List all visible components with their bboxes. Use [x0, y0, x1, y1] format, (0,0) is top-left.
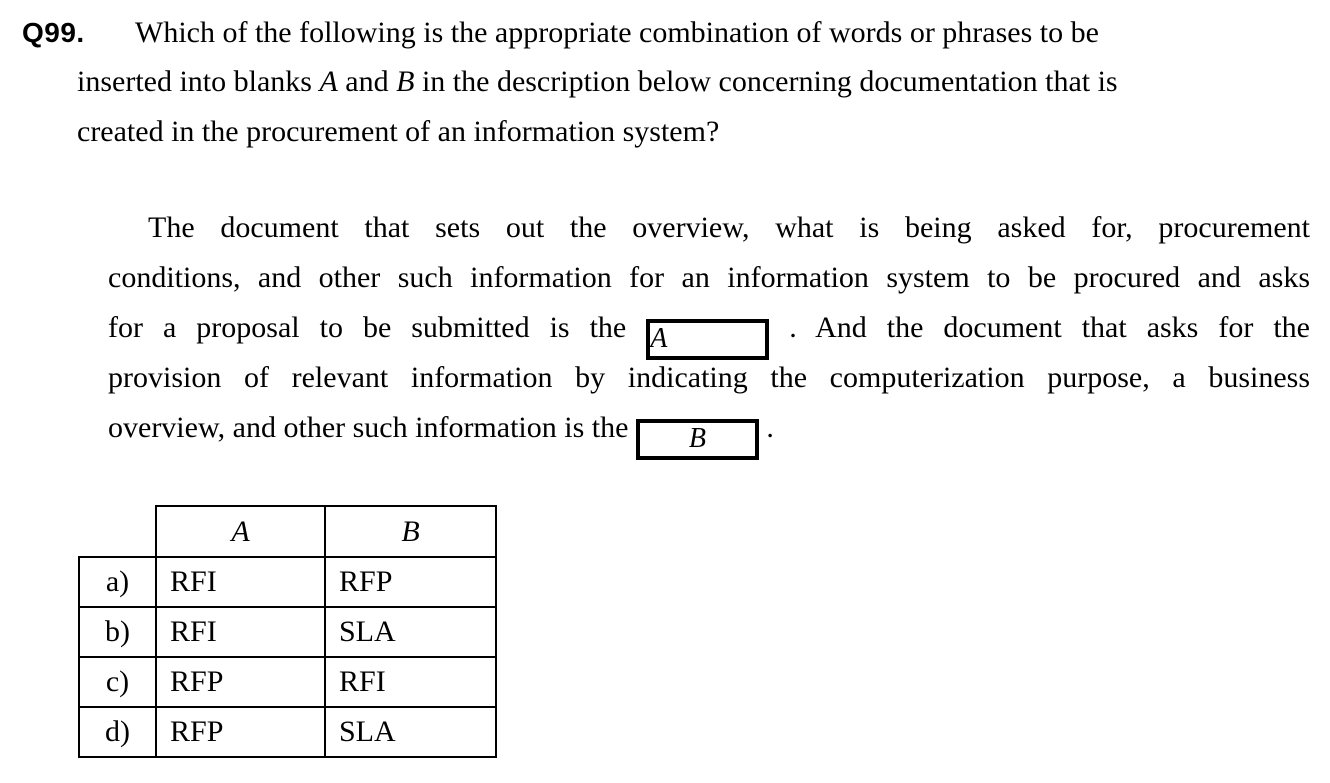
description-line3-post: . And the document that asks for the [789, 311, 1310, 344]
answer-options-table: A B a) RFI RFP b) RFI SLA c) RFP RFI d) … [78, 505, 497, 758]
blank-box-b: B [635, 419, 759, 460]
description-line-1: The document that sets out the overview,… [148, 211, 1310, 244]
question-line2-pre: inserted into blanks [77, 65, 320, 98]
option-d-value-a: RFP [155, 706, 326, 758]
description-line-3: for a proposal to be submitted is the A … [108, 303, 1310, 360]
option-label-a: a) [78, 556, 157, 608]
description-line-5: overview, and other such information is … [108, 403, 1310, 460]
question-line2-post: in the description below concerning docu… [414, 65, 1118, 98]
table-row-option-d: d) RFP SLA [78, 706, 497, 758]
option-label-b: b) [78, 606, 157, 658]
option-c-value-a: RFP [155, 656, 326, 708]
blank-b-reference: B [396, 65, 415, 98]
table-header-row: A B [79, 505, 497, 558]
column-header-a: A [155, 505, 326, 558]
option-b-value-b: SLA [324, 606, 497, 658]
table-row-option-a: a) RFI RFP [78, 556, 497, 608]
option-a-value-a: RFI [155, 556, 326, 608]
option-d-value-b: SLA [324, 706, 497, 758]
table-row-option-b: b) RFI SLA [78, 606, 497, 658]
option-label-d: d) [78, 706, 157, 758]
question-text-line-2: inserted into blanks A and B in the desc… [77, 57, 1118, 107]
description-line5-pre: overview, and other such information is … [108, 411, 629, 444]
blank-box-a: A [646, 319, 770, 360]
column-header-b: B [324, 505, 497, 558]
option-label-c: c) [78, 656, 157, 708]
table-row-option-c: c) RFP RFI [78, 656, 497, 708]
option-a-value-b: RFP [324, 556, 497, 608]
question-text-line-1: Which of the following is the appropriat… [135, 16, 1099, 49]
question-text-line-3: created in the procurement of an informa… [77, 115, 720, 148]
option-b-value-a: RFI [155, 606, 326, 658]
option-c-value-b: RFI [324, 656, 497, 708]
description-line5-post: . [766, 411, 774, 444]
description-line-2: conditions, and other such information f… [108, 261, 1310, 294]
description-line3-pre: for a proposal to be submitted is the [108, 311, 627, 344]
table-corner-cell [79, 506, 156, 557]
description-line-4: provision of relevant information by ind… [108, 361, 1310, 394]
blank-a-reference: A [319, 65, 338, 98]
question-number: Q99. [22, 17, 85, 48]
question-line2-mid: and [337, 65, 397, 98]
